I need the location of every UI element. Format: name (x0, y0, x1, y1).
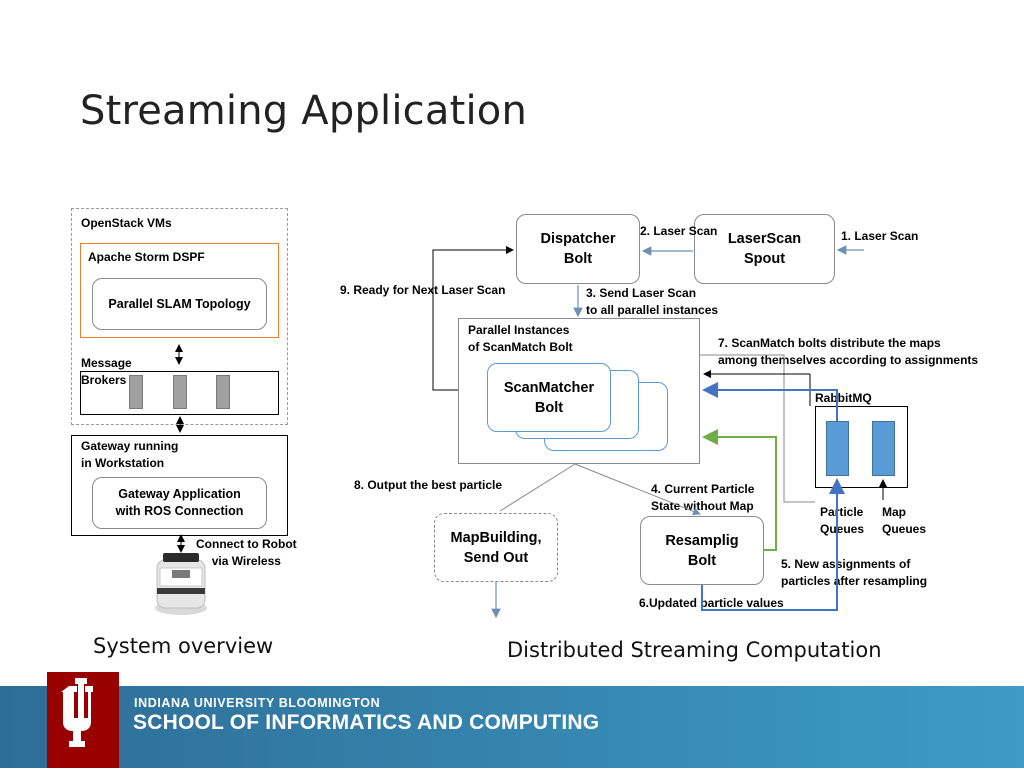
laserscan-spout: LaserScan Spout (694, 214, 835, 284)
gateway-application-label: Gateway Application with ROS Connection (115, 487, 244, 518)
step-8-label: 8. Output the best particle (354, 478, 503, 492)
apache-storm-label: Apache Storm DSPF (88, 250, 205, 264)
step-7-label: 7. ScanMatch bolts distribute the maps a… (718, 336, 979, 367)
footer-band (0, 686, 1024, 768)
step-9-label: 9. Ready for Next Laser Scan (340, 283, 506, 297)
trident-icon (61, 678, 93, 747)
dispatcher-bolt-label: Dispatcher Bolt (540, 231, 616, 267)
gateway-workstation-label: Gateway running in Workstation (81, 439, 179, 470)
step-6-label: 6.Updated particle values (639, 596, 784, 610)
caption-system-overview: System overview (93, 634, 274, 658)
particle-queue (826, 421, 849, 476)
step-4-label: 4. Current Particle State without Map (651, 482, 755, 513)
university-name: INDIANA UNIVERSITY BLOOMINGTON (134, 696, 381, 710)
message-brokers-box (80, 371, 279, 415)
iu-trident-logo (47, 672, 119, 768)
step-1-label: 1. Laser Scan (841, 229, 919, 243)
gateway-application-box: Gateway Application with ROS Connection (92, 477, 267, 529)
step-2-label: 2. Laser Scan (640, 224, 718, 238)
rabbitmq-label: RabbitMQ (815, 391, 872, 405)
scanmatcher-bolt-label: ScanMatcher Bolt (503, 379, 595, 416)
resampling-bolt-label: Resamplig Bolt (665, 532, 739, 569)
message-brokers-label: Message Brokers (81, 356, 132, 387)
broker-queue (129, 375, 143, 409)
slide-title: Streaming Application (80, 88, 527, 134)
school-name: SCHOOL OF INFORMATICS AND COMPUTING (133, 711, 600, 734)
map-queues-label: Map Queues (882, 505, 927, 536)
scanmatcher-bolt: ScanMatcher Bolt (487, 363, 611, 432)
step-3-label: 3. Send Laser Scan to all parallel insta… (586, 286, 719, 317)
parallel-slam-topology-label: Parallel SLAM Topology (108, 297, 251, 311)
resampling-bolt: Resamplig Bolt (640, 516, 764, 585)
robot-connection-label: Connect to Robot via Wireless (196, 537, 297, 568)
step-5-label: 5. New assignments of particles after re… (781, 557, 928, 588)
apache-storm-container (80, 243, 279, 338)
parallel-instances-label: Parallel Instances of ScanMatch Bolt (468, 323, 573, 354)
openstack-vms-label: OpenStack VMs (81, 216, 172, 230)
mapbuilding-box: MapBuilding, Send Out (434, 513, 558, 582)
laserscan-spout-label: LaserScan Spout (727, 231, 802, 267)
mapbuilding-label: MapBuilding, Send Out (450, 529, 542, 566)
particle-queues-label: Particle Queues (820, 505, 865, 536)
broker-queue (173, 375, 187, 409)
parallel-slam-topology-box: Parallel SLAM Topology (92, 278, 267, 330)
map-queue (872, 421, 895, 476)
broker-queue (216, 375, 230, 409)
caption-distributed-streaming: Distributed Streaming Computation (507, 638, 882, 662)
dispatcher-bolt: Dispatcher Bolt (516, 214, 640, 284)
